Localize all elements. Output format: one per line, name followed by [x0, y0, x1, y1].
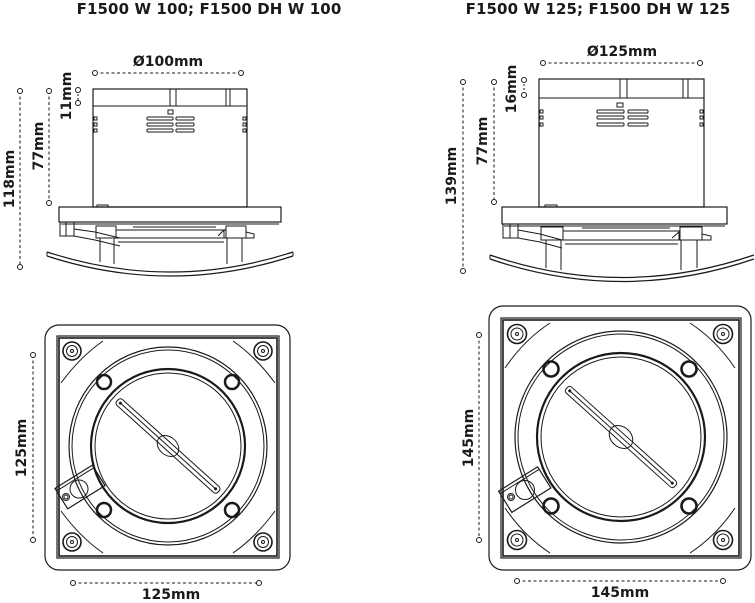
model-title-w100: F1500 W 100; F1500 DH W 100: [76, 0, 342, 18]
front-height-label-w125: 145mm: [461, 408, 477, 468]
corner-screws: [506, 323, 734, 551]
diameter-label-w100: Ø100mm: [132, 54, 204, 70]
total-height-label-w100: 118mm: [2, 149, 18, 209]
diameter-label-w125: Ø125mm: [586, 44, 658, 60]
side-dims-w100: [17, 70, 244, 270]
collar-label-w100: 11mm: [59, 71, 75, 121]
model-title-w125: F1500 W 125; F1500 DH W 125: [465, 0, 731, 18]
body-height-label-w125: 77mm: [475, 116, 491, 166]
front-width-label-w100: 125mm: [141, 587, 201, 603]
front-view-w100: [44, 324, 291, 571]
front-dims-w125: [476, 332, 726, 584]
corner-screws: [62, 341, 273, 552]
side-dims-w125: [460, 60, 703, 274]
total-height-label-w125: 139mm: [444, 146, 460, 206]
front-height-label-w100: 125mm: [14, 418, 30, 478]
front-view-w125: [488, 305, 752, 571]
body-height-label-w100: 77mm: [31, 121, 47, 171]
collar-label-w125: 16mm: [504, 64, 520, 114]
side-view-w125: [489, 78, 755, 283]
front-dims-w100: [30, 352, 262, 586]
side-view-w100: [46, 88, 294, 277]
front-width-label-w125: 145mm: [590, 585, 650, 601]
